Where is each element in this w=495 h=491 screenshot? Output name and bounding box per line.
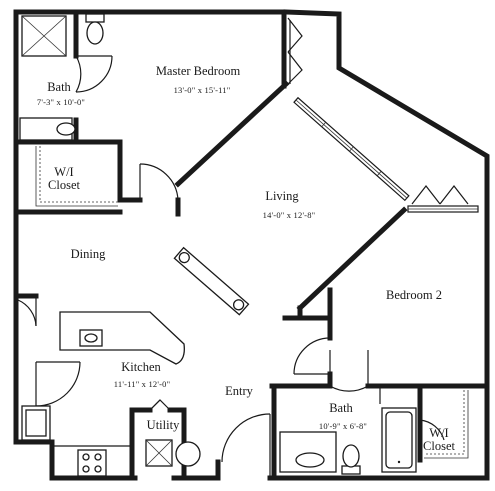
kitchen-fixtures: [21, 311, 185, 477]
interior-walls: [13, 9, 490, 481]
utility-fixtures: [145, 439, 201, 467]
doors: [17, 17, 469, 478]
utility-label: Utility: [146, 418, 180, 432]
dining-label: Dining: [70, 247, 106, 261]
master-closet-label: W/I Closet: [48, 165, 80, 192]
master-bedroom-label: Master Bedroom: [155, 64, 241, 78]
closet2-label: W/I Closet: [423, 426, 455, 453]
bath2-label: Bath: [329, 401, 353, 415]
windows: [293, 96, 479, 213]
master-bath-fixtures: [19, 13, 105, 141]
exterior-walls: [13, 9, 490, 481]
bath2-fixtures: [279, 388, 417, 475]
master-closet-shelves: [35, 146, 118, 207]
master-bedroom-dims: 13'-0" x 15'-11": [173, 85, 231, 95]
master-bath-dims: 7'-3" x 10'-0": [36, 97, 86, 107]
entry-label: Entry: [225, 384, 253, 398]
kitchen-label: Kitchen: [121, 360, 161, 374]
bedroom2-label: Bedroom 2: [386, 288, 442, 302]
bath2-dims: 10'-9" x 6'-8": [318, 421, 368, 431]
master-bath-label: Bath: [47, 80, 71, 94]
living-dims: 14'-0" x 12'-8": [262, 210, 316, 220]
closet2-shelves: [424, 390, 469, 459]
living-label: Living: [265, 189, 299, 203]
living-fixture: [173, 246, 250, 316]
kitchen-dims: 11'-11" x 12'-0": [113, 379, 171, 389]
